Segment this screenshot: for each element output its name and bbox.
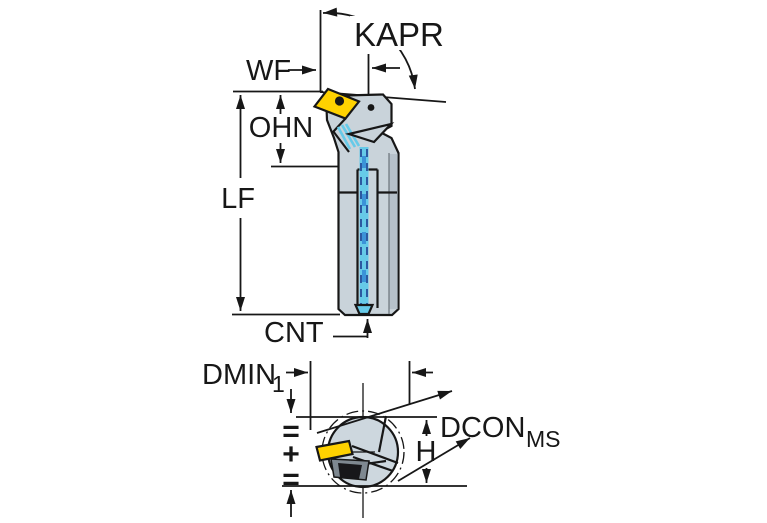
dimension-lf: LF — [221, 95, 255, 311]
coolant-duct — [359, 147, 369, 312]
dcon-label: DCON — [440, 412, 525, 444]
dmin-label: DMIN — [202, 359, 276, 391]
kapr-label: KAPR — [354, 16, 444, 53]
shank-side-shade — [389, 154, 398, 309]
equal-mark-top: = — [282, 415, 300, 448]
dimension-wf: WF — [246, 55, 400, 87]
coolant-channel — [336, 123, 375, 316]
dimension-dmin: DMIN 1 — [202, 359, 433, 397]
pocket-edge-upper — [351, 444, 399, 465]
centering-marks: = + = — [282, 389, 300, 517]
cutting-insert-end — [315, 439, 354, 462]
cnt-label: CNT — [264, 317, 324, 349]
coolant-inlet-funnel — [353, 303, 375, 316]
coolant-jet — [336, 126, 352, 150]
dimension-h: H — [416, 420, 437, 483]
insert-hole — [334, 96, 345, 106]
center-plus-mark: + — [282, 438, 300, 471]
dimension-kapr: KAPR — [322, 7, 450, 90]
clamp-screw-end — [338, 463, 362, 479]
dmin-subscript: 1 — [272, 371, 285, 397]
pocket-contour-line — [332, 130, 350, 153]
end-view: DMIN 1 = + = H DCON MS — [202, 359, 561, 518]
dcon-tangent-upper — [316, 390, 453, 434]
lf-label: LF — [221, 183, 255, 215]
clamp-wedge — [344, 122, 395, 144]
kapr-label-mask — [350, 16, 450, 50]
side-view: KAPR WF OHN LF CNT — [221, 7, 450, 349]
reference-circle-dashdot — [321, 410, 405, 494]
dcon-tangent-lower — [397, 437, 471, 482]
dcon-subscript: MS — [526, 426, 561, 452]
wf-label: WF — [246, 55, 291, 87]
insert-seat-line — [332, 117, 347, 133]
ohn-label: OHN — [249, 112, 313, 144]
coolant-jet — [340, 124, 357, 148]
dimension-cnt: CNT — [264, 317, 372, 349]
dimension-dcon: DCON MS — [316, 390, 561, 482]
h-label: H — [416, 436, 437, 468]
clamp-screw-dot — [367, 104, 375, 111]
dimension-ohn: OHN — [249, 95, 313, 163]
equal-mark-bottom: = — [282, 463, 300, 496]
section-chord-line — [377, 415, 388, 453]
pocket-edge-lower — [352, 455, 394, 473]
